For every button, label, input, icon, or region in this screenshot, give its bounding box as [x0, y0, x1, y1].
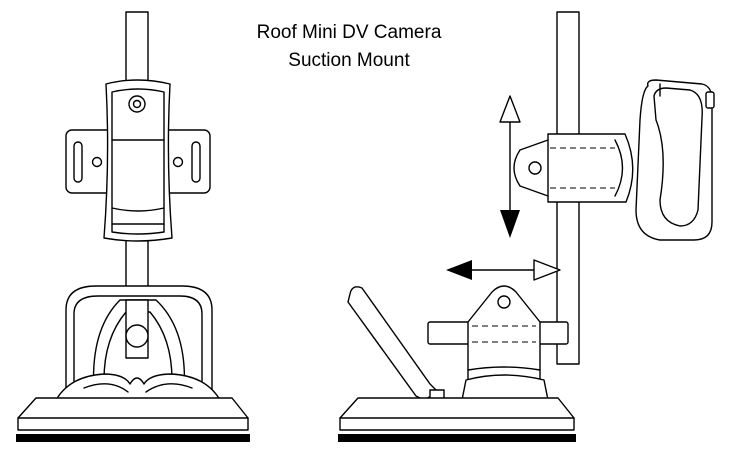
front-view — [16, 11, 250, 442]
side-pivot-clamp — [467, 285, 541, 381]
title-line-2: Suction Mount — [288, 50, 410, 71]
title-line-1: Roof Mini DV Camera — [257, 22, 442, 43]
side-view — [338, 11, 715, 442]
side-base-plate — [339, 397, 575, 431]
side-camera-body — [635, 79, 715, 241]
vertical-adjust-arrow-icon — [499, 95, 521, 238]
front-base-plate — [17, 397, 249, 431]
front-camera-body — [103, 79, 173, 242]
front-lens-icon — [128, 95, 146, 113]
side-rubber-pad — [338, 434, 576, 442]
front-rubber-pad — [16, 434, 250, 442]
front-knob — [125, 324, 149, 348]
side-suction-cup — [461, 374, 549, 401]
front-suction-cup — [55, 373, 221, 401]
horizontal-adjust-arrow-icon — [446, 259, 561, 281]
side-clamp — [513, 133, 634, 203]
